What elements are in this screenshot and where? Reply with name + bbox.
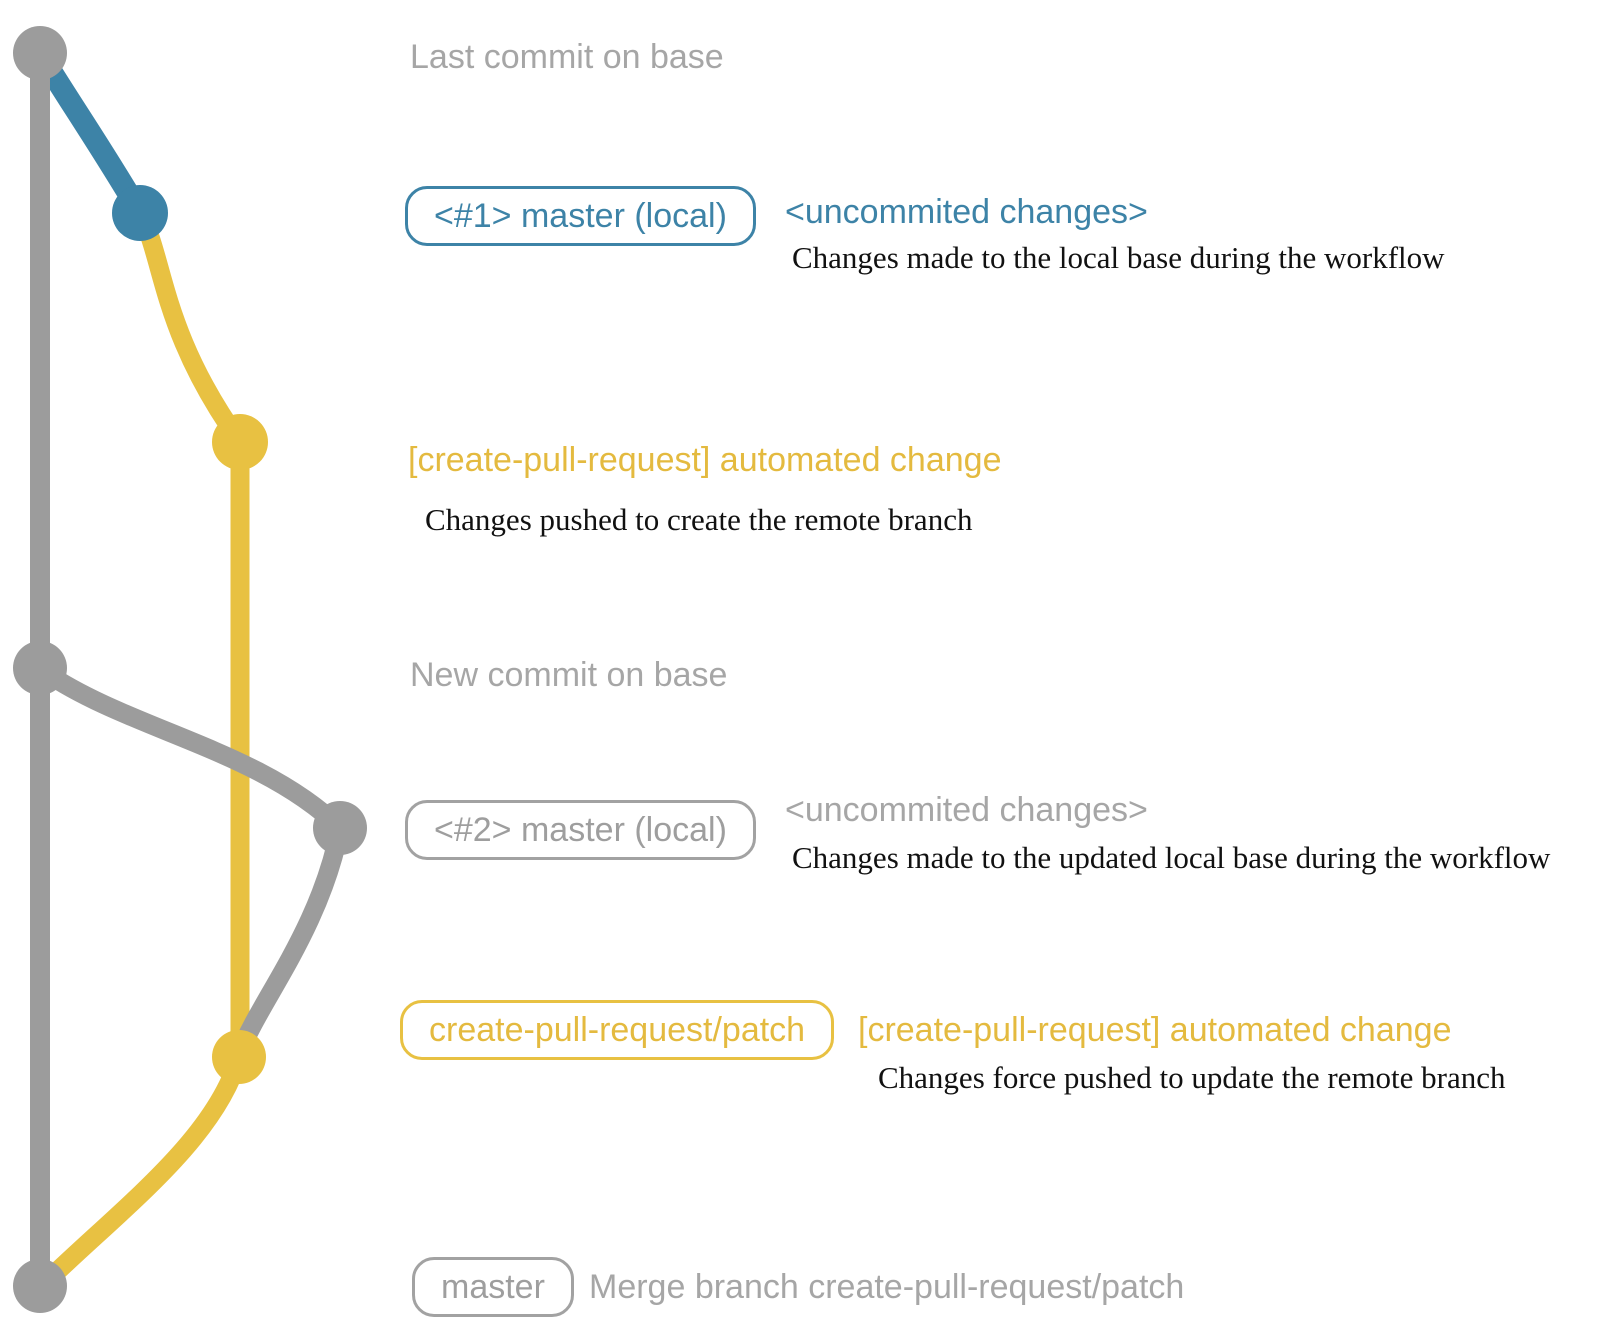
commit-desc-local-changes-1: Changes made to the local base during th… [792,240,1445,275]
commit-title-uncommited-changes-1: <uncommited changes> [785,193,1148,231]
branch-badge-master-local-2: <#2> master (local) [405,800,756,860]
commit-dot-remote-push-1 [212,414,268,470]
local-branch-curve-2-in [230,818,350,1062]
commit-title-automated-change-1: [create-pull-request] automated change [408,441,1002,479]
commit-title-automated-change-2: [create-pull-request] automated change [858,1011,1452,1049]
local-branch-curve-1 [29,42,151,224]
commit-dot-merge [13,1259,67,1313]
local-branch-curve-2-out [35,662,350,838]
patch-branch-curve-out-1 [130,203,250,452]
branch-badge-create-pull-request-patch: create-pull-request/patch [400,1000,835,1060]
commit-dot-local-1 [112,185,168,241]
commit-dot-local-2 [313,801,367,855]
commit-dot-last-commit-on-base [13,26,67,80]
label-merge-branch: Merge branch create-pull-request/patch [589,1268,1185,1306]
commit-desc-local-changes-2: Changes made to the updated local base d… [792,840,1551,875]
commit-desc-force-pushed-update-remote: Changes force pushed to update the remot… [878,1060,1506,1095]
label-last-commit-on-base: Last commit on base [410,38,724,76]
commit-dot-new-commit-on-base [13,641,67,695]
branch-badge-master: master [412,1257,574,1317]
commit-desc-pushed-create-remote: Changes pushed to create the remote bran… [425,502,973,537]
branch-badge-master-local-1: <#1> master (local) [405,186,756,246]
commit-dot-remote-force-push-2 [212,1030,266,1084]
commit-title-uncommited-changes-2: <uncommited changes> [785,791,1148,829]
patch-branch-merge-curve [35,1047,249,1293]
label-new-commit-on-base: New commit on base [410,656,728,694]
